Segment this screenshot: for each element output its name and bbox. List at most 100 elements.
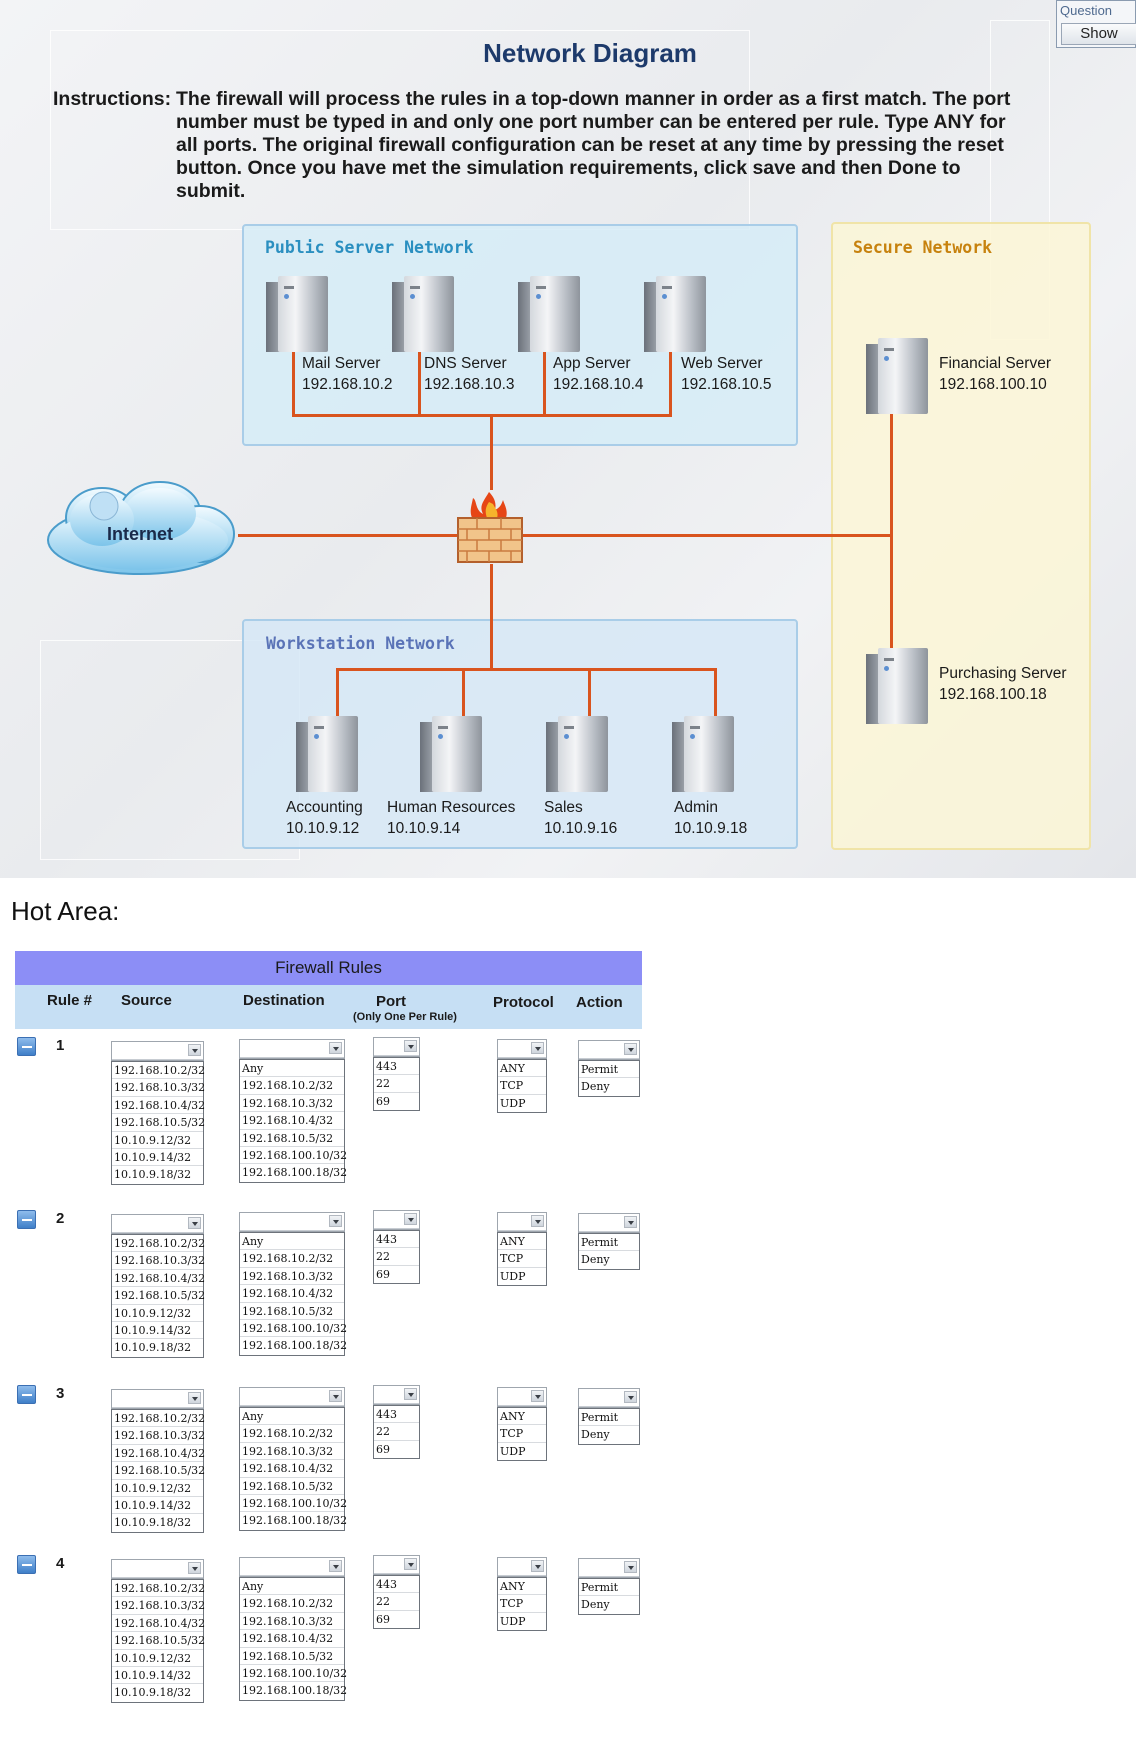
source-option[interactable]: 192.168.10.5/32 bbox=[112, 1632, 205, 1650]
protocol-option[interactable]: TCP bbox=[498, 1595, 546, 1613]
port-option[interactable]: 443 bbox=[374, 1058, 419, 1076]
port-option[interactable]: 22 bbox=[374, 1248, 419, 1266]
chevron-down-icon[interactable] bbox=[329, 1215, 342, 1227]
protocol-option[interactable]: TCP bbox=[498, 1250, 546, 1268]
source-select-field[interactable] bbox=[112, 1560, 203, 1578]
action-select-field[interactable] bbox=[579, 1041, 639, 1059]
destination-option[interactable]: 192.168.10.4/32 bbox=[240, 1460, 344, 1478]
port-option[interactable]: 69 bbox=[376, 1442, 390, 1456]
destination-option[interactable]: 192.168.10.3/32 bbox=[240, 1268, 344, 1286]
source-select-field[interactable] bbox=[112, 1042, 203, 1060]
destination-option[interactable]: 192.168.10.2/32 bbox=[240, 1595, 344, 1613]
destination-option[interactable]: 192.168.10.4/32 bbox=[240, 1112, 344, 1130]
action-select-field[interactable] bbox=[579, 1214, 639, 1232]
destination-option[interactable]: 192.168.100.10/32 bbox=[240, 1147, 347, 1165]
source-option[interactable]: 10.10.9.14/32 bbox=[112, 1322, 203, 1340]
action-option[interactable]: Deny bbox=[581, 1598, 610, 1612]
source-option[interactable]: 192.168.10.3/32 bbox=[112, 1252, 205, 1270]
port-option[interactable]: 69 bbox=[376, 1094, 390, 1108]
protocol-select-field[interactable] bbox=[498, 1040, 546, 1058]
chevron-down-icon[interactable] bbox=[624, 1216, 637, 1228]
chevron-down-icon[interactable] bbox=[531, 1390, 544, 1402]
port-select-field[interactable] bbox=[374, 1211, 419, 1229]
destination-option[interactable]: 192.168.10.5/32 bbox=[240, 1478, 344, 1495]
destination-option[interactable]: Any bbox=[240, 1408, 344, 1426]
remove-rule-icon[interactable] bbox=[17, 1210, 36, 1229]
protocol-option[interactable]: TCP bbox=[498, 1425, 546, 1443]
protocol-option[interactable]: UDP bbox=[500, 1269, 526, 1283]
action-option[interactable]: Deny bbox=[581, 1253, 610, 1267]
destination-option[interactable]: 192.168.10.3/32 bbox=[240, 1443, 344, 1461]
chevron-down-icon[interactable] bbox=[404, 1388, 417, 1400]
port-select-field[interactable] bbox=[374, 1038, 419, 1056]
chevron-down-icon[interactable] bbox=[188, 1044, 201, 1056]
source-option[interactable]: 10.10.9.12/32 bbox=[112, 1480, 203, 1497]
port-option[interactable]: 22 bbox=[374, 1593, 419, 1611]
source-option[interactable]: 192.168.10.3/32 bbox=[112, 1079, 205, 1097]
source-option[interactable]: 192.168.10.2/32 bbox=[112, 1235, 205, 1253]
destination-option[interactable]: 192.168.100.10/32 bbox=[240, 1665, 347, 1683]
port-option[interactable]: 22 bbox=[374, 1075, 419, 1093]
source-option[interactable]: 10.10.9.14/32 bbox=[112, 1667, 203, 1685]
destination-select-field[interactable] bbox=[240, 1388, 344, 1406]
port-option[interactable]: 443 bbox=[374, 1576, 419, 1594]
protocol-option[interactable]: UDP bbox=[500, 1614, 526, 1628]
protocol-option[interactable]: TCP bbox=[498, 1077, 546, 1095]
destination-option[interactable]: 192.168.100.18/32 bbox=[242, 1166, 348, 1180]
destination-option[interactable]: 192.168.10.2/32 bbox=[240, 1250, 344, 1268]
destination-option[interactable]: 192.168.10.2/32 bbox=[240, 1425, 344, 1443]
action-select-field[interactable] bbox=[579, 1389, 639, 1407]
chevron-down-icon[interactable] bbox=[624, 1561, 637, 1573]
action-option[interactable]: Permit bbox=[579, 1234, 639, 1252]
source-option[interactable]: 10.10.9.18/32 bbox=[114, 1341, 192, 1355]
port-option[interactable]: 69 bbox=[376, 1267, 390, 1281]
destination-option[interactable]: 192.168.10.4/32 bbox=[240, 1630, 344, 1648]
source-option[interactable]: 192.168.10.3/32 bbox=[112, 1427, 205, 1445]
action-option[interactable]: Permit bbox=[579, 1409, 639, 1427]
remove-rule-icon[interactable] bbox=[17, 1385, 36, 1404]
source-option[interactable]: 192.168.10.5/32 bbox=[112, 1287, 205, 1305]
destination-option[interactable]: 192.168.100.18/32 bbox=[242, 1684, 348, 1698]
source-option[interactable]: 192.168.10.5/32 bbox=[112, 1114, 205, 1132]
chevron-down-icon[interactable] bbox=[404, 1213, 417, 1225]
source-option[interactable]: 192.168.10.5/32 bbox=[112, 1462, 205, 1480]
show-button[interactable]: Show bbox=[1061, 23, 1136, 45]
destination-option[interactable]: 192.168.10.2/32 bbox=[240, 1077, 344, 1095]
chevron-down-icon[interactable] bbox=[531, 1042, 544, 1054]
action-select-field[interactable] bbox=[579, 1559, 639, 1577]
port-select-field[interactable] bbox=[374, 1556, 419, 1574]
source-option[interactable]: 10.10.9.14/32 bbox=[112, 1149, 203, 1167]
source-option[interactable]: 10.10.9.18/32 bbox=[114, 1516, 192, 1530]
destination-option[interactable]: 192.168.10.3/32 bbox=[240, 1613, 344, 1631]
chevron-down-icon[interactable] bbox=[531, 1560, 544, 1572]
port-option[interactable]: 69 bbox=[376, 1612, 390, 1626]
destination-option[interactable]: 192.168.10.5/32 bbox=[240, 1130, 344, 1147]
source-option[interactable]: 192.168.10.2/32 bbox=[112, 1410, 205, 1428]
action-option[interactable]: Permit bbox=[579, 1061, 639, 1079]
protocol-option[interactable]: ANY bbox=[498, 1060, 546, 1078]
chevron-down-icon[interactable] bbox=[531, 1215, 544, 1227]
destination-option[interactable]: Any bbox=[240, 1233, 344, 1251]
remove-rule-icon[interactable] bbox=[17, 1037, 36, 1056]
remove-rule-icon[interactable] bbox=[17, 1555, 36, 1574]
source-select-field[interactable] bbox=[112, 1390, 203, 1408]
chevron-down-icon[interactable] bbox=[329, 1390, 342, 1402]
port-option[interactable]: 22 bbox=[374, 1423, 419, 1441]
protocol-option[interactable]: UDP bbox=[500, 1444, 526, 1458]
chevron-down-icon[interactable] bbox=[404, 1558, 417, 1570]
source-option[interactable]: 192.168.10.2/32 bbox=[112, 1580, 205, 1598]
destination-option[interactable]: 192.168.10.5/32 bbox=[240, 1303, 344, 1320]
port-option[interactable]: 443 bbox=[374, 1231, 419, 1249]
